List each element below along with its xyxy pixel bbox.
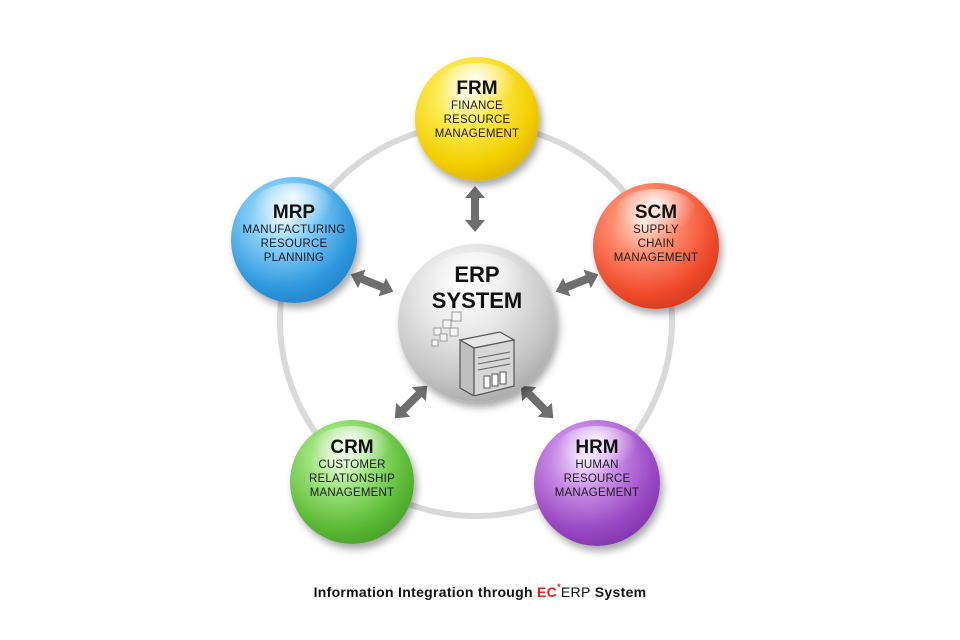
mrp-double-arrow-icon: [350, 269, 394, 297]
mrp-abbr: MRP: [272, 202, 316, 223]
mrp-name-line3: PLANNING: [263, 252, 325, 264]
brand-erp: ERP: [560, 584, 591, 600]
crm-double-arrow-icon: [394, 385, 428, 419]
scm-name-line1: SUPPLY: [633, 224, 679, 236]
mrp-name-line2: RESOURCE: [260, 238, 328, 250]
caption-suffix: System: [590, 584, 647, 600]
frm-name-line3: MANAGEMENT: [434, 128, 520, 140]
crm-name-line2: RELATIONSHIP: [309, 473, 395, 485]
brand-name: EC*: [537, 582, 561, 600]
crm-abbr: CRM: [330, 437, 374, 458]
brand-ec: EC: [537, 584, 558, 600]
hrm-abbr: HRM: [575, 437, 619, 458]
scm-name-line3: MANAGEMENT: [613, 252, 699, 264]
scm-name-line2: CHAIN: [637, 238, 675, 250]
frm-module-node: FRM FINANCE RESOURCE MANAGEMENT: [415, 57, 539, 181]
crm-name-line1: CUSTOMER: [318, 459, 386, 471]
frm-name-line1: FINANCE: [451, 100, 503, 112]
hrm-name-line1: HUMAN: [575, 459, 619, 471]
frm-abbr: FRM: [456, 78, 498, 99]
caption-prefix: Information Integration through: [313, 584, 538, 600]
hrm-module-node: HRM HUMAN RESOURCE MANAGEMENT: [534, 420, 660, 546]
frm-name-line2: RESOURCE: [443, 114, 511, 126]
crm-module-node: CRM CUSTOMER RELATIONSHIP MANAGEMENT: [290, 420, 414, 544]
erp-system-node: ERP SYSTEM: [398, 244, 556, 402]
scm-module-node: SCM SUPPLY CHAIN MANAGEMENT: [593, 183, 719, 309]
diagram-caption: Information Integration through EC*ERP S…: [0, 582, 960, 600]
scm-abbr: SCM: [634, 202, 678, 223]
hrm-name-line3: MANAGEMENT: [554, 487, 640, 499]
crm-name-line3: MANAGEMENT: [309, 487, 395, 499]
brand-mark: *: [557, 582, 561, 592]
erp-title-line1: ERP: [454, 262, 500, 287]
erp-title-line2: SYSTEM: [431, 288, 523, 313]
mrp-module-node: MRP MANUFACTURING RESOURCE PLANNING: [231, 177, 357, 303]
server-icon: [431, 311, 516, 396]
scm-double-arrow-icon: [555, 269, 599, 297]
hrm-double-arrow-icon: [520, 385, 554, 419]
frm-double-arrow-icon: [465, 186, 485, 232]
mrp-name-line1: MANUFACTURING: [242, 224, 346, 236]
hrm-name-line2: RESOURCE: [563, 473, 631, 485]
